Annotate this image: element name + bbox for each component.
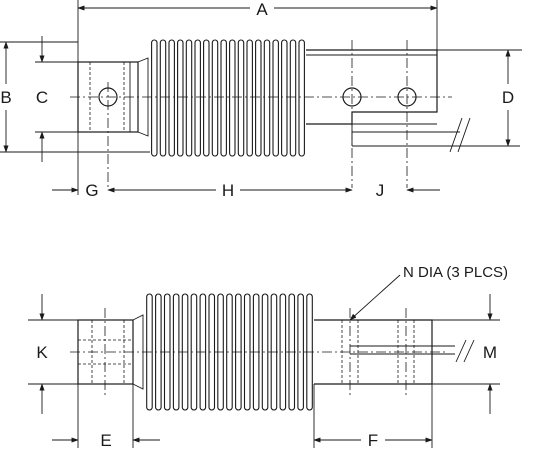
bellows-convolution <box>261 293 269 411</box>
bellows-convolution <box>255 39 262 157</box>
bellows-convolution <box>281 39 288 157</box>
bellows-convolution <box>229 39 236 157</box>
bellows-convolution <box>237 39 245 157</box>
bellows-convolution <box>220 39 227 157</box>
bellows-convolution <box>246 39 253 157</box>
bellows-convolution <box>177 39 184 157</box>
dim-label-m: M <box>483 343 497 362</box>
dim-label-d: D <box>502 88 514 107</box>
dim-label-c: C <box>36 88 48 107</box>
dim-label-j: J <box>376 181 385 200</box>
dim-label-k: K <box>36 343 48 362</box>
bellows-convolution <box>289 39 297 157</box>
bellows-convolution <box>272 39 279 157</box>
top-right-beam <box>306 49 438 125</box>
dim-label-a: A <box>256 0 268 19</box>
dim-label-h: H <box>222 181 234 200</box>
top-view: A B C D G H J <box>0 0 522 200</box>
bellows-convolution <box>298 39 305 157</box>
dim-label-e: E <box>100 431 111 450</box>
dim-label-b: B <box>0 88 11 107</box>
bellows-convolution <box>151 39 158 157</box>
bellows-convolution <box>203 39 210 157</box>
bottom-view: K M E F N DIA (3 PLCS) <box>28 264 508 450</box>
bellows-convolution <box>159 39 167 157</box>
bellows-convolution <box>263 39 271 157</box>
dim-label-g: G <box>85 181 98 200</box>
dim-label-f: F <box>368 431 378 450</box>
bellows-convolution <box>194 39 201 157</box>
bellows-convolution <box>211 39 219 157</box>
bellows-convolution <box>168 39 175 157</box>
note-leader <box>349 274 401 321</box>
bellows-convolution <box>185 39 193 157</box>
top-bellows <box>151 39 305 157</box>
hole-note: N DIA (3 PLCS) <box>403 264 508 281</box>
